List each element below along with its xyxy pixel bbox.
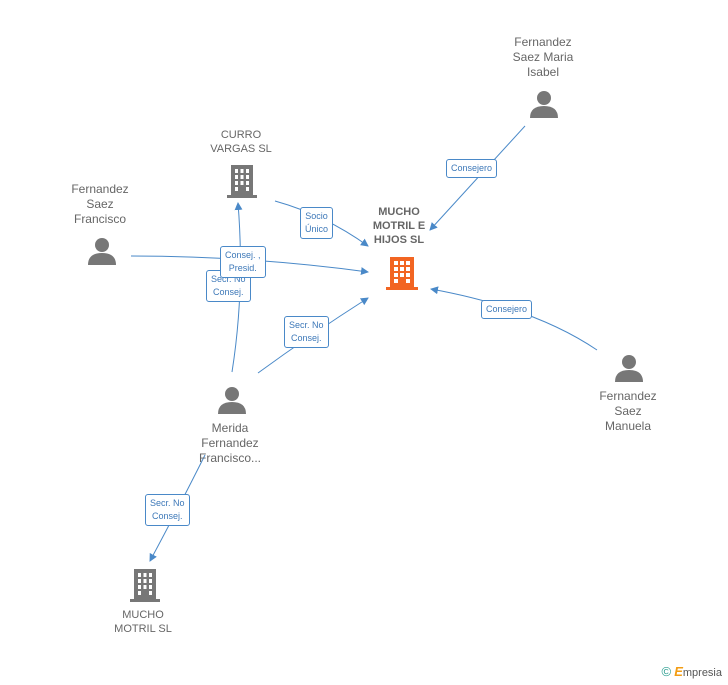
merida-label-line-2: Fernandez	[201, 436, 259, 450]
main-company-label[interactable]: MUCHO MOTRIL E HIJOS SL	[373, 205, 425, 247]
mucho-motril-sl-building-icon[interactable]	[129, 567, 161, 603]
maria-isabel-label-line-1: Fernandez	[514, 35, 572, 49]
main-company-label-line-2: MOTRIL E	[372, 220, 426, 232]
francisco-label-line-1: Fernandez	[71, 182, 129, 196]
merida-person-icon[interactable]	[217, 385, 247, 415]
edge-label-curro-socio-unico[interactable]: Socio Único	[300, 207, 334, 239]
curro-vargas-label[interactable]: CURRO VARGAS SL	[210, 128, 272, 156]
edge-label-merida-main-secr[interactable]: Secr. No Consej.	[284, 316, 329, 348]
manuela-label-line-1: Fernandez	[599, 389, 657, 403]
brand-name: mpresia	[682, 667, 722, 679]
edge-label-text: Consej.	[291, 333, 322, 343]
curro-vargas-label-line-1: CURRO	[220, 129, 262, 141]
main-company-label-line-3: HIJOS SL	[373, 234, 425, 246]
edge-label-text: Consej. ,	[225, 250, 261, 260]
manuela-person-icon[interactable]	[614, 353, 644, 383]
empresia-brand[interactable]: © Empresia	[662, 664, 722, 679]
main-company-label-line-1: MUCHO	[378, 206, 420, 218]
edge-label-maria-consejero[interactable]: Consejero	[446, 159, 498, 178]
edge-label-text: Presid.	[228, 263, 257, 273]
maria-isabel-person-icon[interactable]	[529, 89, 559, 119]
edge-label-merida-mucho-sl-secr[interactable]: Secr. No Consej.	[145, 494, 190, 526]
maria-isabel-label-line-2: Saez Maria	[512, 50, 574, 64]
merida-label-line-3: Francisco...	[198, 451, 262, 465]
manuela-label-line-3: Manuela	[604, 419, 652, 433]
francisco-label-line-2: Saez	[86, 197, 114, 211]
merida-label-line-1: Merida	[211, 421, 249, 435]
edge-label-text: Socio	[305, 211, 328, 221]
edge-label-text: Consejero	[451, 163, 493, 173]
edge-label-manuela-consejero[interactable]: Consejero	[481, 300, 533, 319]
francisco-label-line-3: Francisco	[73, 212, 126, 226]
curro-vargas-label-line-2: VARGAS SL	[210, 143, 272, 155]
mucho-motril-sl-label[interactable]: MUCHO MOTRIL SL	[114, 608, 172, 636]
edge-label-text: Secr. No	[289, 320, 324, 330]
francisco-person-icon[interactable]	[87, 236, 117, 266]
edge-label-text: Único	[305, 224, 329, 234]
edge-label-text: Secr. No	[150, 498, 185, 508]
merida-label[interactable]: Merida Fernandez Francisco...	[199, 421, 261, 466]
mucho-motril-sl-label-line-1: MUCHO	[122, 609, 164, 621]
edge-manuela-main	[430, 286, 598, 351]
curro-vargas-building-icon[interactable]	[226, 163, 258, 199]
manuela-label-line-2: Saez	[614, 404, 642, 418]
main-company-building-icon[interactable]	[385, 255, 419, 291]
edge-label-text: Consej.	[152, 511, 183, 521]
copyright-icon: ©	[661, 664, 672, 679]
maria-isabel-label[interactable]: Fernandez Saez Maria Isabel	[513, 35, 574, 80]
edge-label-text: Secr. No	[211, 274, 246, 284]
francisco-label[interactable]: Fernandez Saez Francisco	[71, 182, 128, 227]
mucho-motril-sl-label-line-2: MOTRIL SL	[114, 623, 172, 635]
edge-maria-main	[429, 125, 526, 231]
edge-label-text: Consejero	[486, 304, 528, 314]
maria-isabel-label-line-3: Isabel	[526, 65, 560, 79]
brand-logo-e: E	[674, 664, 683, 679]
edge-label-text: Consej.	[213, 287, 244, 297]
edge-label-francisco-consej-presid[interactable]: Consej. , Presid.	[220, 246, 266, 278]
manuela-label[interactable]: Fernandez Saez Manuela	[599, 389, 656, 434]
